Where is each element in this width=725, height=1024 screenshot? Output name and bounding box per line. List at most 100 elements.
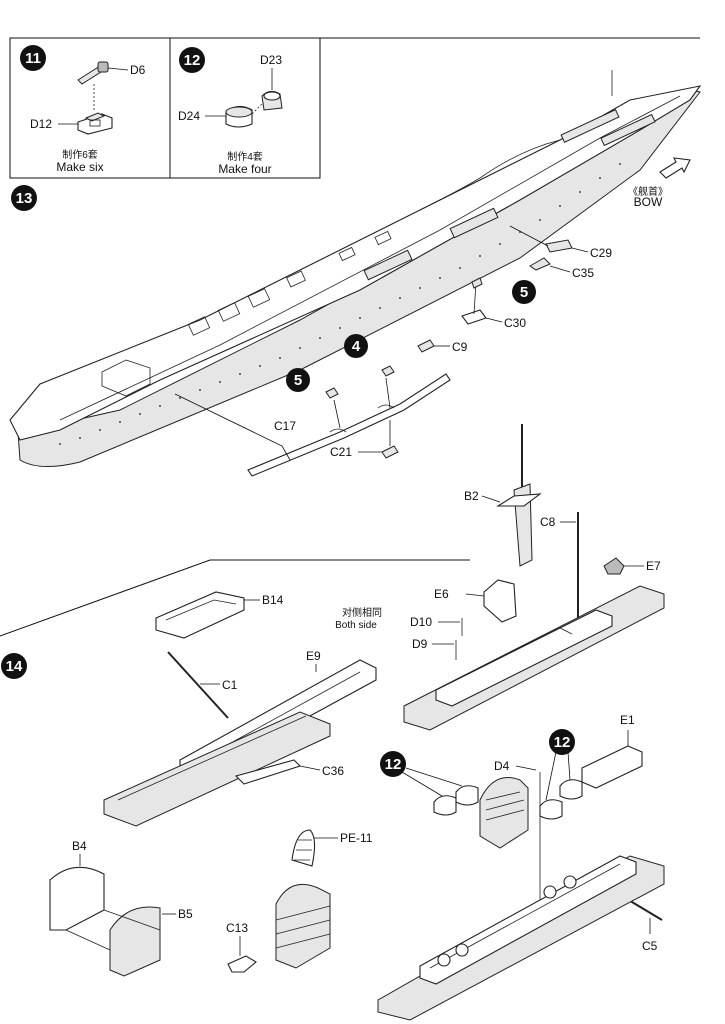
leader-b2 [481, 495, 501, 503]
leader-c35 [549, 265, 571, 273]
turret-base-1 [437, 953, 451, 967]
part-b4 [49, 866, 105, 931]
label-c8: C8 [540, 515, 556, 529]
turret-2 [455, 785, 479, 806]
ref-5-lower: 5 [294, 372, 302, 389]
part-d23-housing [261, 90, 283, 111]
label-e6: E6 [434, 587, 449, 601]
right-lower-deck [419, 855, 637, 985]
step-11-badge [20, 45, 46, 71]
label-pe11: PE-11 [340, 831, 373, 845]
part-d24-turret [225, 105, 253, 128]
ref-12-left: 12 [385, 756, 402, 773]
part-pe11 [291, 829, 316, 867]
step-14-number: 14 [6, 658, 23, 675]
leader-c17 [281, 445, 291, 461]
label-c21: C21 [330, 445, 352, 459]
ref-badge-5-lower [286, 368, 310, 392]
leader-12a-2 [405, 767, 463, 787]
step-12-badge [179, 47, 205, 73]
part-b5 [109, 906, 161, 977]
label-d24: D24 [178, 109, 200, 123]
ref-4: 4 [352, 338, 361, 355]
label-e1: E1 [620, 713, 635, 727]
left-deck-assembly: B14 C1 E9 C36 [103, 591, 377, 827]
label-c30: C30 [504, 316, 526, 330]
leader-12b-1 [545, 751, 557, 801]
label-c13: C13 [226, 921, 248, 935]
step-11-panel: 11 D6 D12 制作6套 Make six [9, 37, 171, 179]
step-14-section: 14 B14 C1 E9 C36 [0, 424, 665, 1021]
part-c21 [381, 445, 399, 459]
label-b14: B14 [262, 593, 284, 607]
leader-c30 [485, 317, 503, 323]
ref-badge-4 [344, 334, 368, 358]
bow-label-cn: 《舰首》 [628, 185, 668, 198]
guide-ref5 [333, 399, 341, 429]
step-13-border [10, 37, 700, 179]
guide-c17 [174, 393, 283, 447]
label-d12: D12 [30, 117, 52, 131]
step-13-number: 13 [16, 190, 33, 207]
turret-base-4 [563, 875, 577, 889]
turret-base-3 [543, 885, 557, 899]
ref-badge-12-left [380, 751, 406, 777]
part-c9 [417, 339, 435, 353]
ref-5-upper: 5 [520, 284, 528, 301]
part-b14 [155, 591, 245, 639]
porthole-row [59, 163, 621, 445]
both-side-cn: 对侧相同 [342, 606, 382, 619]
part-d12-mount [77, 112, 113, 135]
part-d6-barrel [77, 61, 109, 85]
label-e7: E7 [646, 559, 661, 573]
leader-d6 [107, 67, 129, 71]
label-c36: C36 [322, 764, 344, 778]
leader-12a-1 [401, 771, 443, 797]
label-c5: C5 [642, 939, 658, 953]
leader-e6 [465, 593, 485, 597]
step-14-border [0, 559, 470, 637]
label-d10: D10 [410, 615, 432, 629]
ship-hull [9, 70, 702, 467]
turret-base-2 [455, 943, 469, 957]
part-c1 [167, 651, 229, 719]
step-11-number: 11 [25, 50, 41, 67]
part-c29 [545, 239, 573, 253]
part-c13 [227, 955, 257, 973]
step-11-note-cn: 制作6套 [62, 148, 98, 161]
part-funnel [275, 884, 331, 969]
guide-ref4 [385, 377, 391, 409]
fitting-ref5 [325, 387, 339, 399]
step-12-panel: 12 D23 D24 制作4套 Make four [169, 37, 321, 179]
right-lower-assembly: 12 12 D4 E1 C5 [377, 713, 665, 1021]
part-c17 [247, 373, 451, 477]
label-c9: C9 [452, 340, 468, 354]
ref-12-right: 12 [554, 734, 571, 751]
step-12-note-en: Make four [218, 162, 271, 176]
step-13-section: 13 [9, 37, 702, 477]
part-e6 [483, 579, 517, 623]
step-12-number: 12 [184, 52, 201, 69]
step-14-badge [1, 653, 27, 679]
label-b2: B2 [464, 489, 479, 503]
turret-4 [559, 779, 583, 800]
part-c35 [529, 257, 551, 271]
left-deck-base [103, 711, 331, 827]
step-12-note-cn: 制作4套 [227, 150, 263, 163]
turret-1 [433, 795, 457, 816]
label-d9: D9 [412, 637, 428, 651]
label-c17: C17 [274, 419, 296, 433]
funnel-grille [479, 777, 529, 849]
both-side-en: Both side [335, 620, 377, 631]
label-d4: D4 [494, 759, 510, 773]
leader-d4 [515, 765, 537, 771]
step-11-note-en: Make six [56, 160, 103, 174]
fitting-ref4 [381, 365, 395, 377]
ref-badge-5-upper [512, 280, 536, 304]
label-c35: C35 [572, 266, 594, 280]
b4-b5-assembly: B4 B5 [49, 839, 193, 977]
label-b4: B4 [72, 839, 87, 853]
label-c1: C1 [222, 678, 238, 692]
